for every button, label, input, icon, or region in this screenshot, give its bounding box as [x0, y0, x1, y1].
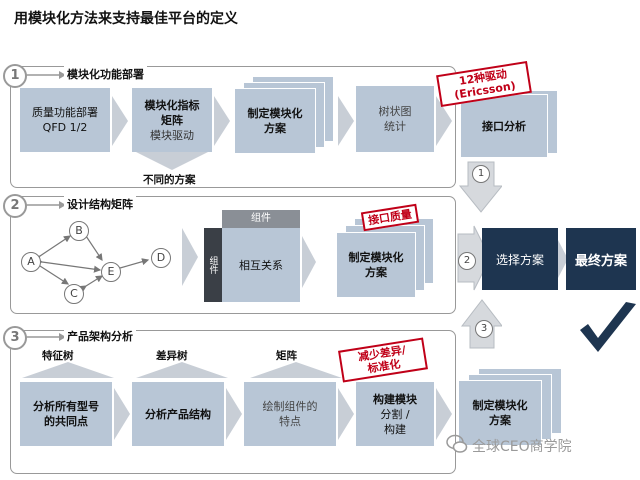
arrow-chevron-3b — [226, 388, 242, 440]
arrow-chevron-3a — [114, 388, 130, 440]
modularity-matrix-line2: 矩阵 — [161, 113, 183, 127]
graph-node-b: B — [69, 221, 89, 241]
arrow-chevron-3d — [436, 388, 452, 440]
panel-3-title: 产品架构分析 — [64, 328, 136, 344]
page-title: 用模块化方法来支持最佳平台的定义 — [14, 11, 238, 27]
interaction-matrix: 相互关系 — [222, 228, 300, 302]
arrow-chevron-2b — [302, 236, 316, 288]
arrow-chevron-1d — [436, 96, 452, 146]
final-scheme-label: 最终方案 — [574, 253, 627, 269]
tree-diagram-line2: 统计 — [384, 120, 406, 133]
step-number-2: 2 — [3, 194, 27, 218]
interaction-label: 相互关系 — [239, 258, 283, 272]
structure-label: 分析产品结构 — [145, 407, 211, 421]
scheme-3-line2: 方案 — [489, 414, 511, 427]
scheme-1-line1: 制定模块化 — [247, 107, 303, 120]
tree-diagram-line1: 树状图 — [378, 105, 412, 118]
interface-analysis-box: 接口分析 — [460, 94, 548, 158]
build-line2: 分割 / — [380, 407, 410, 421]
modularity-matrix-box: 模块化指标 矩阵 模块驱动 — [132, 88, 212, 152]
qfd-box-line1: 质量功能部署 — [32, 106, 98, 119]
interface-analysis-label: 接口分析 — [482, 119, 526, 133]
step-2-connector — [25, 201, 66, 209]
build-line1: 构建模块 — [373, 392, 417, 406]
build-line3: 构建 — [384, 422, 406, 436]
graph-node-c: C — [64, 284, 84, 304]
up-triangles — [22, 362, 342, 378]
component-line2: 特点 — [279, 415, 301, 428]
arrow-chevron-1c — [338, 96, 354, 146]
panel-2-title: 设计结构矩阵 — [64, 196, 136, 212]
feature-tree-heading: 特征树 — [42, 350, 74, 362]
converge-num-2: 2 — [458, 252, 476, 270]
dependency-graph — [33, 229, 150, 293]
step-1-connector — [25, 71, 66, 79]
tree-diagram-box: 树状图 统计 — [356, 86, 434, 152]
matrix-side-label: 组件 — [207, 256, 218, 274]
commonality-line2: 的共同点 — [44, 415, 88, 428]
graph-node-e: E — [101, 262, 121, 282]
checkmark-icon — [580, 302, 636, 352]
arrow-chevron-1b — [214, 96, 230, 146]
watermark-text: 全球CEO商学院 — [472, 439, 572, 455]
component-line1: 绘制组件的 — [262, 400, 318, 413]
scheme-1-line2: 方案 — [264, 122, 286, 135]
difference-tree-heading: 差异树 — [156, 350, 188, 362]
step-number-3: 3 — [3, 326, 27, 350]
arrow-chevron-2a — [182, 228, 198, 286]
define-modular-scheme-box-1: 制定模块化 方案 — [234, 88, 316, 154]
different-schemes-label: 不同的方案 — [143, 174, 196, 186]
converge-num-3: 3 — [475, 320, 493, 338]
analyze-structure-box: 分析产品结构 — [132, 382, 224, 446]
modularity-matrix-line3: 模块驱动 — [150, 128, 194, 142]
converge-num-1: 1 — [472, 165, 490, 183]
select-scheme-box: 选择方案 — [482, 228, 558, 290]
arrow-chevron-3c — [338, 388, 354, 440]
final-scheme-box: 最终方案 — [566, 228, 636, 290]
analyze-commonality-box: 分析所有型号 的共同点 — [20, 382, 112, 446]
matrix-top-header: 组件 — [222, 210, 300, 228]
modularity-matrix-line1: 模块化指标 — [144, 98, 200, 112]
scheme-3-line1: 制定模块化 — [472, 399, 528, 412]
define-modular-scheme-box-2: 制定模块化 方案 — [336, 232, 416, 298]
scheme-2-line1: 制定模块化 — [348, 251, 404, 264]
component-features-box: 绘制组件的 特点 — [244, 382, 336, 446]
commonality-line1: 分析所有型号 — [33, 400, 99, 413]
arrow-chevron-1a — [112, 96, 128, 146]
select-scheme-label: 选择方案 — [495, 252, 544, 267]
panel-1-title: 模块化功能部署 — [64, 66, 147, 82]
wechat-icon — [446, 434, 468, 453]
arrow-select-to-final — [558, 240, 568, 278]
qfd-box-line2: QFD 1/2 — [42, 121, 88, 134]
step-3-connector — [25, 333, 66, 341]
step-number-1: 1 — [3, 64, 27, 88]
matrix-side-header: 组件 — [204, 228, 222, 302]
matrix-top-label: 组件 — [251, 213, 271, 224]
graph-node-d: D — [151, 248, 171, 268]
build-modules-box: 构建模块 分割 / 构建 — [356, 382, 434, 446]
define-modular-scheme-box-3: 制定模块化 方案 — [458, 380, 542, 446]
scheme-2-line2: 方案 — [365, 266, 387, 279]
down-arrow-different-schemes — [136, 152, 208, 170]
qfd-box: 质量功能部署 QFD 1/2 — [20, 88, 110, 152]
graph-node-a: A — [21, 252, 41, 272]
matrix-heading: 矩阵 — [276, 350, 297, 362]
